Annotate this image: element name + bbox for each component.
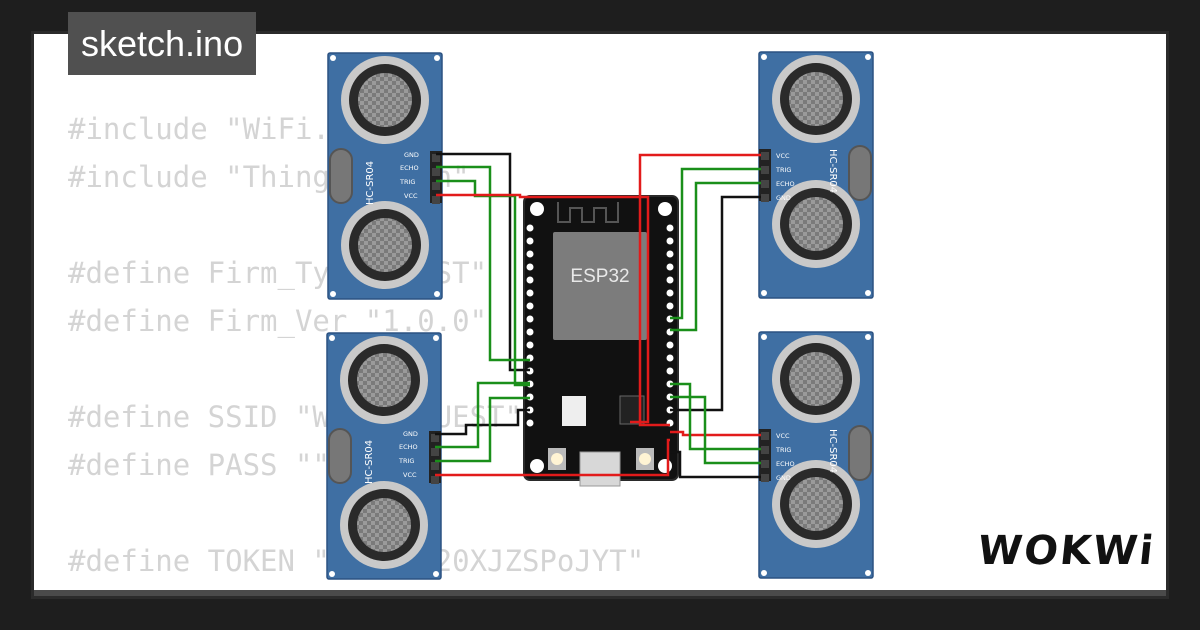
sensor-pin-label: VCC	[404, 192, 418, 200]
ultrasonic-sensor-1[interactable]: HC-SR04 GND ECHO TRIG VCC	[327, 52, 443, 300]
sensor-model-label: HC-SR04	[364, 440, 375, 484]
ultrasonic-sensor-2[interactable]: HC-SR04 GND ECHO TRIG VCC	[326, 332, 442, 580]
sensor-model-label: HC-SR04	[365, 161, 376, 205]
sensor-pin-label: GND	[776, 194, 791, 202]
sensor-pin-label: VCC	[403, 471, 417, 479]
sensor-pin-label: ECHO	[776, 460, 795, 468]
sensor-pin-label: ECHO	[399, 443, 418, 451]
wokwi-logo: WOKWi	[975, 528, 1158, 574]
code-line: #define Firm_Ver "1.0.0"	[68, 304, 488, 338]
ultrasonic-sensor-4[interactable]: HC-SR04 VCC TRIG ECHO GND	[758, 331, 874, 579]
esp32-chip-label: ESP32	[570, 266, 629, 287]
sensor-pin-label: TRIG	[398, 457, 414, 465]
ultrasonic-sensor-3[interactable]: HC-SR04 VCC TRIG ECHO GND	[758, 51, 874, 299]
sensor-pin-label: ECHO	[776, 180, 795, 188]
sensor-pin-label: TRIG	[775, 446, 791, 454]
esp32-board[interactable]: ESP32	[523, 195, 679, 487]
sensor-pin-label: ECHO	[400, 164, 419, 172]
sensor-model-label: HC-SR04	[827, 429, 838, 473]
sensor-model-label: HC-SR04	[827, 149, 838, 193]
sensor-pin-label: VCC	[776, 432, 790, 440]
code-line: #define PASS ""	[68, 448, 330, 482]
sensor-pin-label: TRIG	[775, 166, 791, 174]
sensor-pin-label: VCC	[776, 152, 790, 160]
file-tab[interactable]: sketch.ino	[68, 12, 257, 75]
sensor-pin-label: GND	[403, 430, 418, 438]
sensor-pin-label: GND	[404, 151, 419, 159]
sensor-pin-label: GND	[776, 474, 791, 482]
sensor-pin-label: TRIG	[399, 178, 415, 186]
wires	[435, 152, 761, 479]
